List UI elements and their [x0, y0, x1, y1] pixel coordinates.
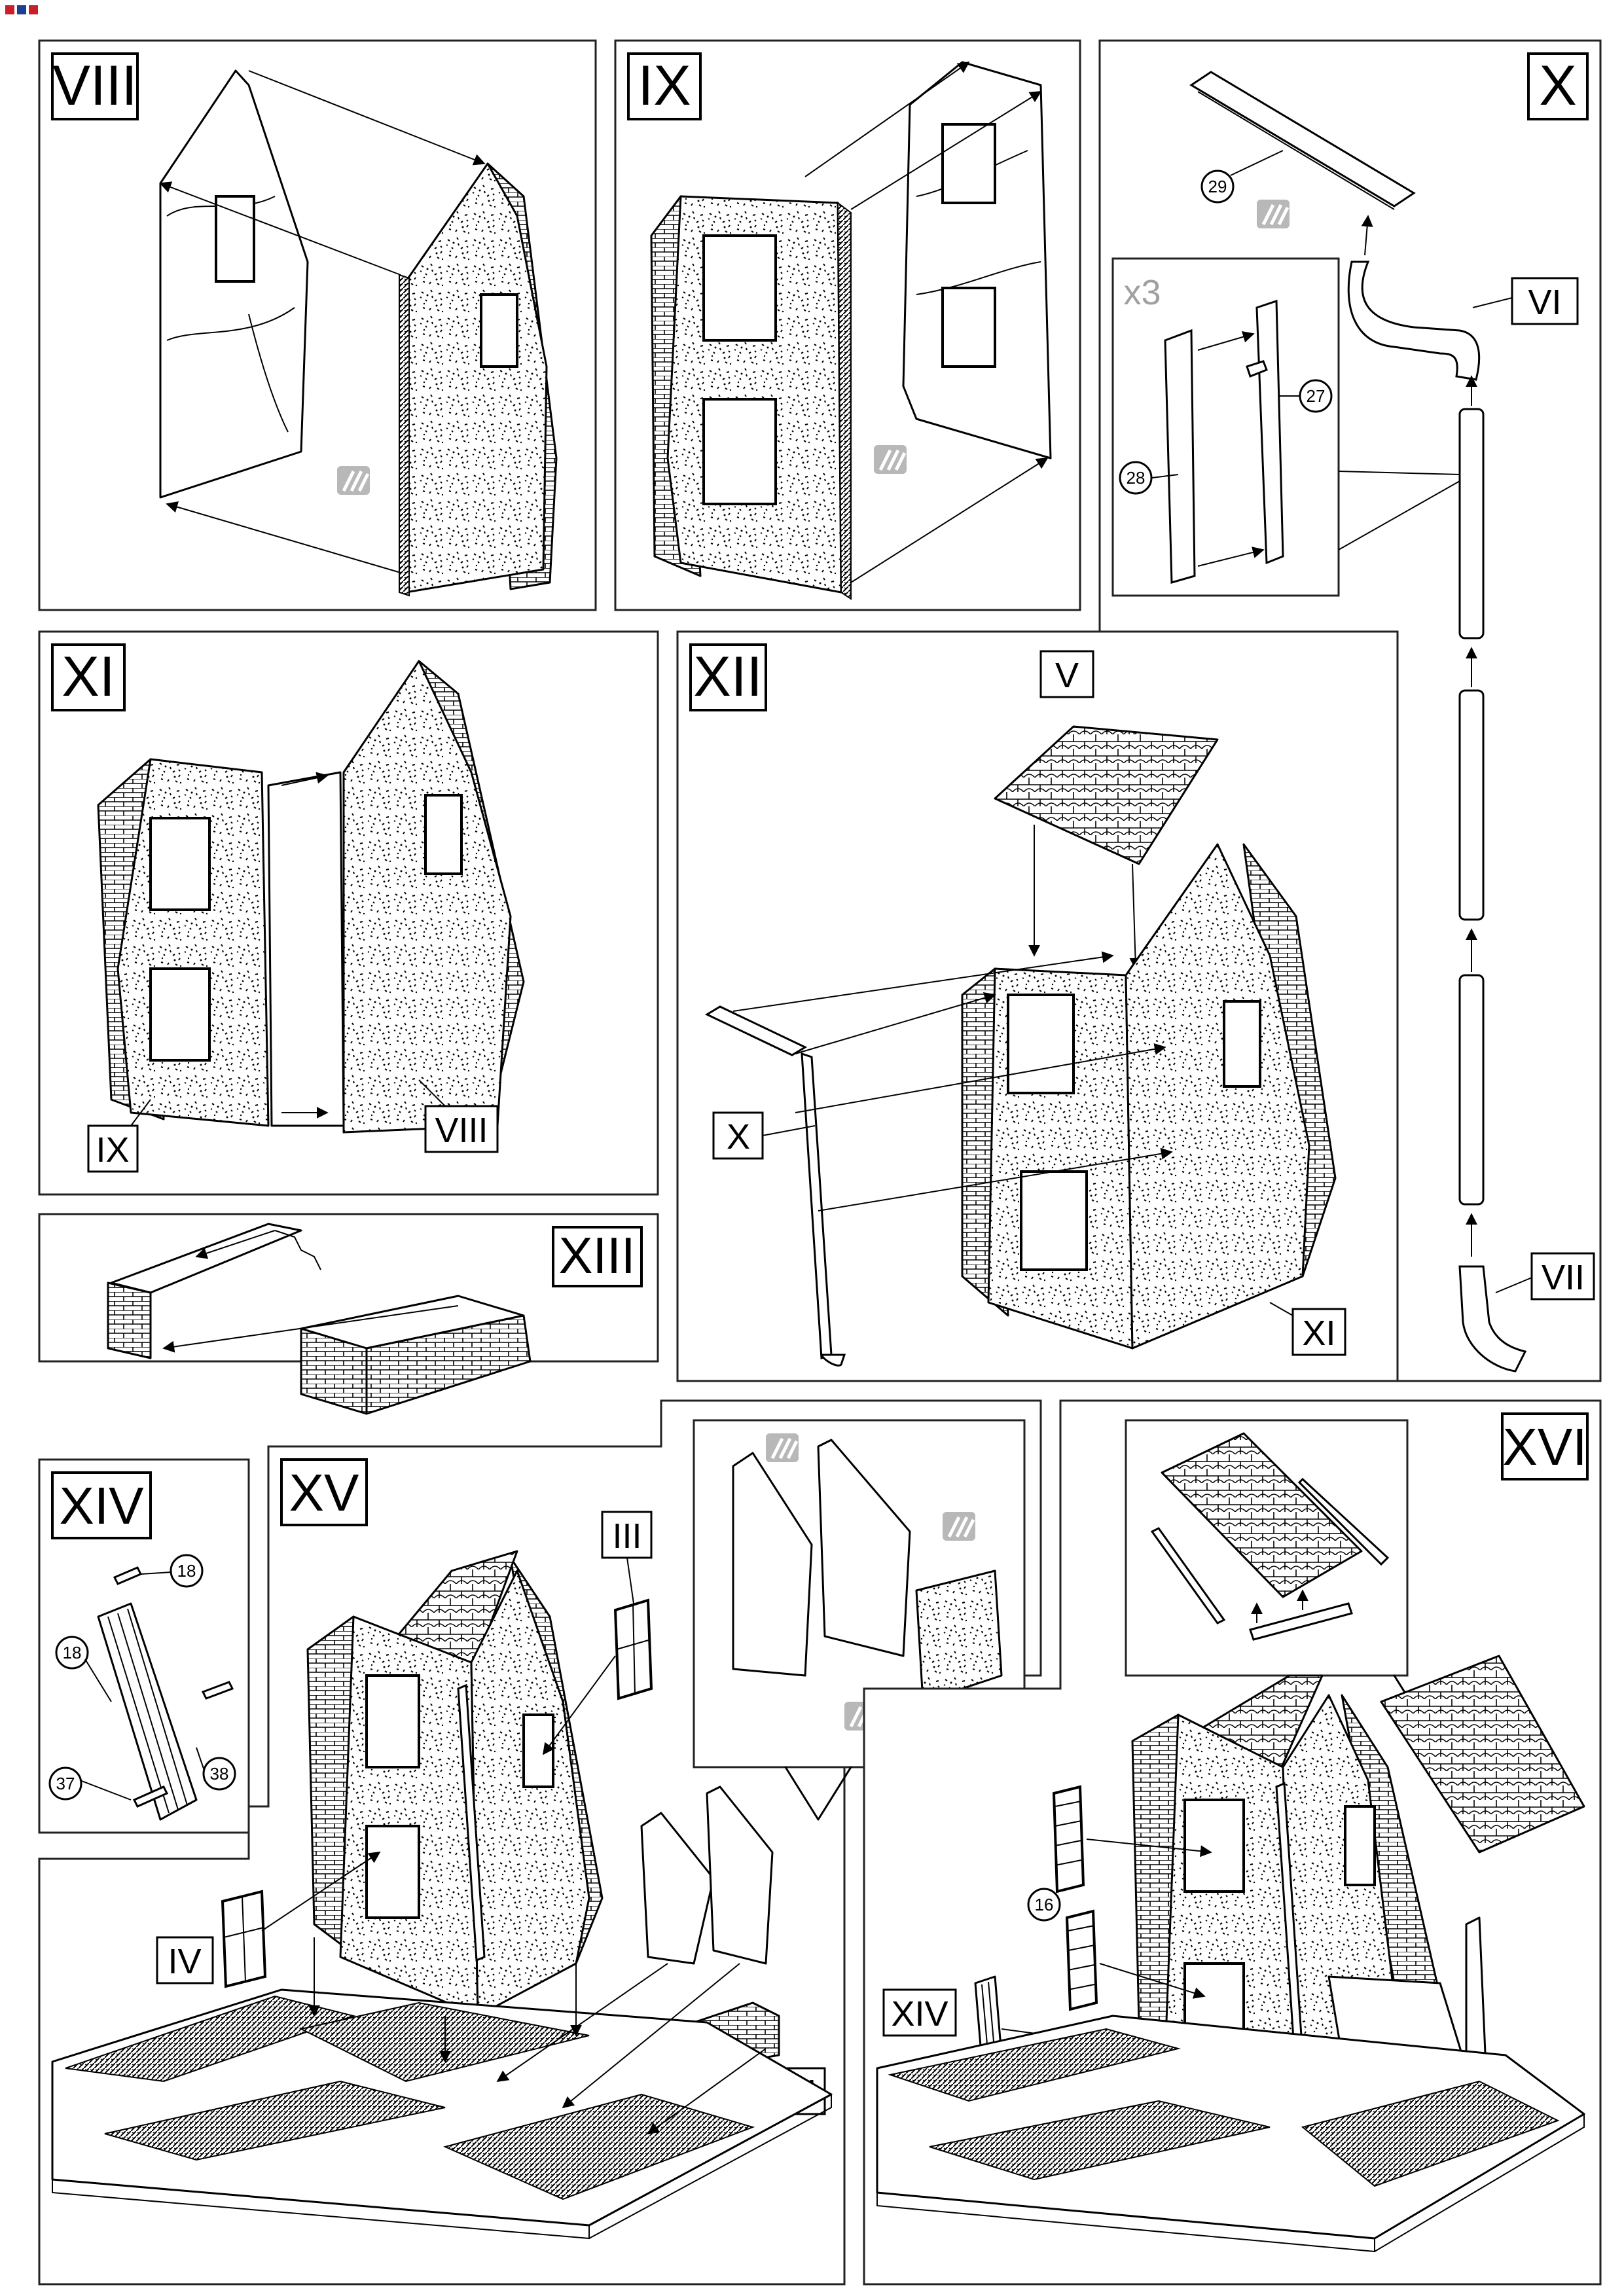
assembly-ref: X: [727, 1117, 750, 1157]
roof-tiles: [994, 725, 1219, 865]
step-label: VIII: [52, 54, 137, 117]
glue-icon: [1257, 200, 1290, 228]
part-number: 38: [210, 1764, 229, 1784]
glue-icon: [766, 1433, 799, 1462]
assembly-ref: XI: [1302, 1314, 1335, 1353]
assembly-ref: IV: [168, 1942, 201, 1981]
step-label: XIII: [558, 1227, 635, 1284]
step-viii-panel: VIII: [38, 39, 597, 611]
assembly-ref: V: [1055, 656, 1079, 695]
assembly-ref: VII: [1542, 1258, 1585, 1297]
part-number: 18: [63, 1643, 82, 1662]
step-xvi-panel: XVI 16 XIV: [863, 1399, 1602, 2286]
step-xiii-panel: XIII: [38, 1213, 659, 1415]
part-number: 29: [1208, 177, 1227, 196]
step-ix-panel: IX: [614, 39, 1081, 611]
glue-icon: [943, 1512, 975, 1541]
multiplier-label: x3: [1123, 273, 1161, 312]
glue-icon: [337, 466, 370, 495]
step-xiv-panel: XIV 18 18 37 38: [38, 1458, 250, 1834]
step-label: XVI: [1503, 1418, 1587, 1476]
part-number: 28: [1127, 468, 1146, 488]
part-number: 27: [1307, 386, 1326, 406]
step-label: IX: [638, 54, 691, 117]
step-xi-panel: XI IX VIII: [38, 630, 659, 1196]
part-number: 37: [56, 1774, 75, 1793]
step-xii-panel: XII V X XI: [676, 630, 1399, 1382]
step-label: XIV: [60, 1477, 145, 1535]
assembly-ref: XIV: [891, 1994, 948, 2034]
step-label: X: [1539, 54, 1576, 117]
publisher-logo: [3, 3, 45, 22]
step-label: XV: [289, 1463, 359, 1522]
assembly-ref: VI: [1528, 283, 1561, 322]
step-label: XII: [693, 645, 762, 708]
part-number: 16: [1035, 1895, 1054, 1914]
assembly-ref: III: [612, 1516, 641, 1556]
glue-icon: [874, 445, 907, 474]
gutter-part: [1189, 71, 1416, 207]
assembly-ref: VIII: [435, 1111, 488, 1150]
assembly-ref: IX: [96, 1130, 129, 1170]
step-label: XI: [62, 645, 115, 708]
part-number: 18: [177, 1561, 196, 1581]
